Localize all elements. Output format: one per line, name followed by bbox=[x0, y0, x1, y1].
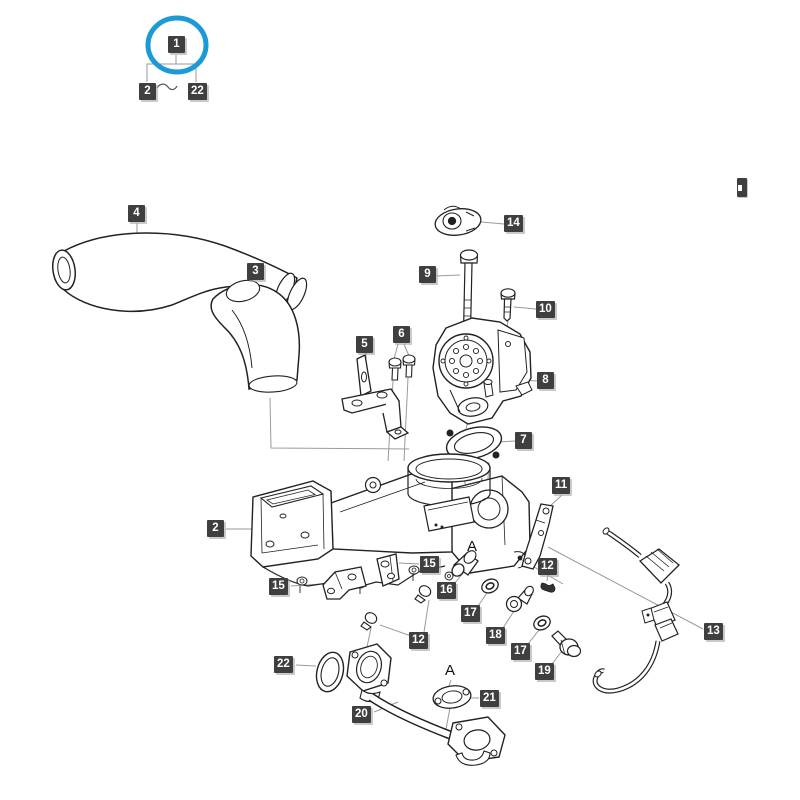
clip-part-12 bbox=[540, 582, 556, 593]
sensor-part-14 bbox=[434, 205, 482, 236]
part-badge-16[interactable]: 16 bbox=[437, 582, 456, 599]
bolts-part-6 bbox=[388, 354, 416, 381]
egr-valve-part-8 bbox=[432, 317, 533, 425]
bracket-part-5 bbox=[341, 354, 410, 440]
bracket-part-15-right bbox=[376, 553, 400, 587]
part-badge-15-left[interactable]: 15 bbox=[269, 578, 288, 595]
part-badge-4[interactable]: 4 bbox=[128, 205, 145, 222]
part-badge-2-main[interactable]: 2 bbox=[207, 520, 224, 537]
part-badge-22-bottom[interactable]: 22 bbox=[274, 656, 293, 673]
gasket-part-7 bbox=[445, 426, 503, 460]
part-badge-9[interactable]: 9 bbox=[419, 266, 436, 283]
harness-part-13 bbox=[592, 527, 680, 694]
part-badge-17-lower[interactable]: 17 bbox=[511, 643, 530, 660]
part-badge-13[interactable]: 13 bbox=[704, 623, 723, 640]
part-badge-20[interactable]: 20 bbox=[352, 706, 371, 723]
part-badge-21[interactable]: 21 bbox=[480, 690, 499, 707]
banjo-fitting-part-18 bbox=[505, 585, 534, 613]
gasket-part-22-bottom bbox=[315, 651, 345, 693]
part-badge-1[interactable]: 1 bbox=[168, 36, 185, 53]
part-badge-18[interactable]: 18 bbox=[486, 627, 505, 644]
part-badge-15-right[interactable]: 15 bbox=[420, 556, 439, 573]
location-label-a-lower: A bbox=[445, 662, 456, 679]
gasket-part-21 bbox=[432, 685, 472, 709]
part-badge-5[interactable]: 5 bbox=[356, 336, 373, 353]
elbow-hose-part-3 bbox=[210, 279, 301, 393]
washer-part-17-lower bbox=[533, 615, 551, 631]
intake-manifold-part-2 bbox=[250, 453, 531, 594]
banjo-bolt-part-19 bbox=[551, 630, 582, 658]
part-badge-14[interactable]: 14 bbox=[504, 215, 523, 232]
part-badge-2-top[interactable]: 2 bbox=[139, 83, 156, 100]
part-badge-22-top[interactable]: 22 bbox=[188, 83, 207, 100]
highlight-circle bbox=[145, 15, 209, 75]
washer-part-17-upper bbox=[481, 578, 499, 594]
bracket-part-15-left bbox=[322, 566, 367, 600]
stay-bracket-part-11 bbox=[521, 503, 554, 570]
egr-pipe-part-20 bbox=[346, 643, 506, 766]
part-badge-19[interactable]: 19 bbox=[535, 663, 554, 680]
part-badge-3[interactable]: 3 bbox=[247, 263, 264, 280]
part-badge-12-upper[interactable]: 12 bbox=[538, 558, 557, 575]
part-badge-10[interactable]: 10 bbox=[536, 301, 555, 318]
part-badge-17-upper[interactable]: 17 bbox=[461, 605, 480, 622]
part-badge-8[interactable]: 8 bbox=[537, 372, 554, 389]
plug-part-16 bbox=[444, 550, 479, 581]
part-badge-7[interactable]: 7 bbox=[515, 432, 532, 449]
part-badge-6[interactable]: 6 bbox=[393, 326, 410, 343]
part-badge-12-lower[interactable]: 12 bbox=[409, 632, 428, 649]
part-badge-11[interactable]: 11 bbox=[552, 477, 571, 494]
location-label-a-upper: A bbox=[467, 538, 478, 555]
bolts-part-12 bbox=[360, 585, 432, 631]
clipped-badge[interactable] bbox=[737, 178, 747, 197]
bolt-part-10 bbox=[500, 288, 516, 322]
callout-bracket bbox=[146, 55, 197, 91]
